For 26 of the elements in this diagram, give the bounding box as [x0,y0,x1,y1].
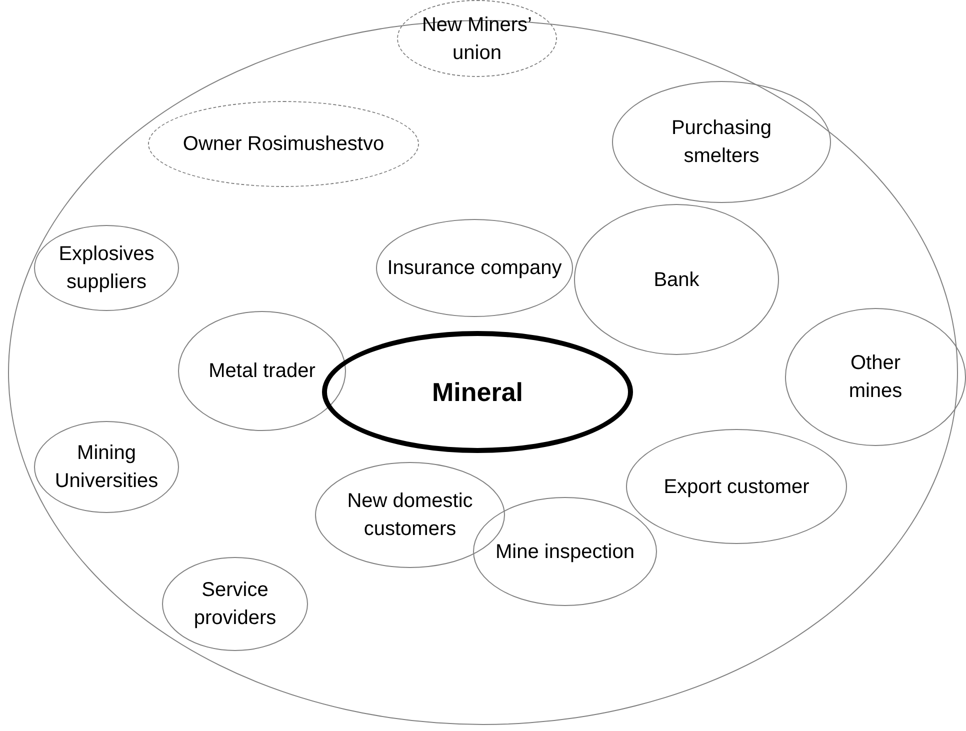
company-name: Mineral [430,376,524,408]
central-company-ellipse [322,331,633,453]
stakeholder-ellipse [612,81,831,203]
stakeholder-label: Export customer [664,474,810,500]
stakeholder-label: New Miners’ union [420,12,534,66]
stakeholder-ellipse [34,225,179,311]
stakeholder-ellipse [574,204,779,355]
stakeholder-label: Mining Universities [54,441,160,494]
stakeholder-label: Metal trader [208,359,316,384]
stakeholder-label: Purchasing smelters [670,116,773,169]
stakeholder-label: Mine inspection [496,540,634,564]
stakeholder-ellipse [626,429,847,544]
stakeholder-ellipse [397,0,557,77]
stakeholder-label: Bank [654,268,700,292]
stakeholder-ellipse [376,219,573,317]
stakeholder-ellipse [178,311,346,431]
stakeholder-label: Other mines [848,351,904,404]
stakeholder-ellipse [473,497,657,606]
stakeholder-ellipse [148,101,419,187]
stakeholder-ellipse [162,557,308,651]
stakeholder-label: Service providers [192,578,278,631]
stakeholder-label: Explosives suppliers [58,242,156,295]
stakeholder-label: Owner Rosimushestvo [182,132,384,157]
stakeholder-label: Insurance company [387,256,562,281]
stakeholder-ellipse [34,421,179,513]
stakeholder-label: New domestic customers [346,489,474,542]
